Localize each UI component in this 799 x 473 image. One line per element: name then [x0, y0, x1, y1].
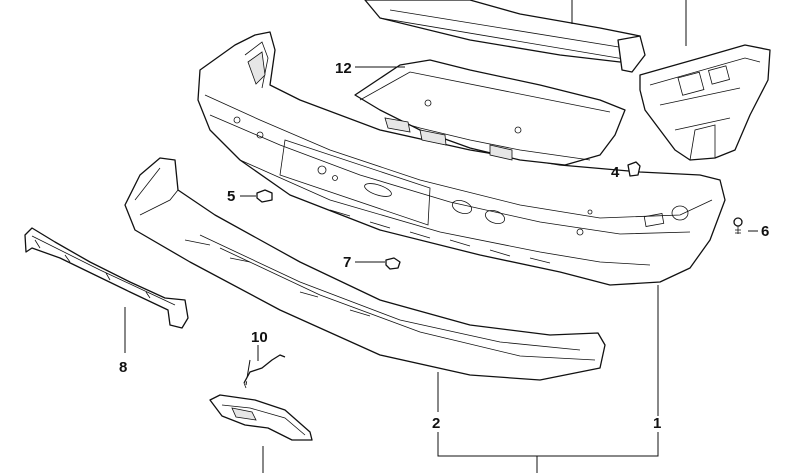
leader-lines	[124, 0, 758, 473]
clip-part-5	[256, 189, 273, 203]
screw-part-6	[733, 217, 743, 234]
callout-5: 5	[227, 188, 235, 205]
callout-labels: 12 4 5 6 7 8 10 2 1	[119, 60, 769, 432]
lower-grille-insert	[209, 394, 313, 441]
upper-reinforcement-bar	[364, 0, 646, 73]
callout-7: 7	[343, 254, 351, 271]
callout-10: 10	[251, 329, 268, 346]
nut-part-4	[627, 161, 641, 177]
lower-air-duct-panel	[354, 59, 626, 166]
bumper-support-bracket	[639, 44, 771, 161]
callout-8: 8	[119, 359, 127, 376]
callout-12: 12	[335, 60, 352, 77]
side-trim-molding	[24, 227, 189, 329]
callout-2: 2	[432, 415, 440, 432]
bumper-cover	[197, 31, 726, 286]
bumper-trim-strip	[124, 157, 606, 381]
harness-clip	[243, 354, 286, 389]
callout-4: 4	[611, 164, 620, 181]
callout-1: 1	[653, 415, 661, 432]
callout-6: 6	[761, 223, 769, 240]
clip-part-7	[385, 257, 401, 270]
